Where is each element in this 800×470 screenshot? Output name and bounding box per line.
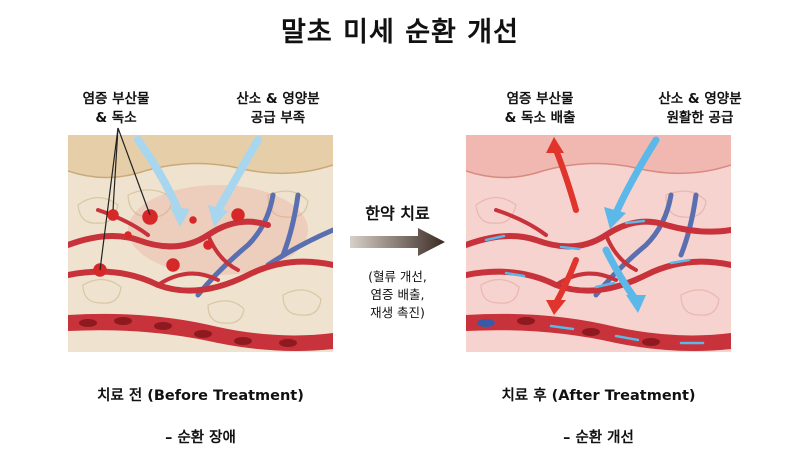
after-byproducts-label: 염증 부산물 & 독소 배출 — [504, 91, 576, 126]
before-byproducts-label: 염증 부산물 & 독소 — [82, 91, 150, 126]
treatment-arrow-subtitle: (혈류 개선, 염증 배출, 재생 촉진) — [368, 269, 427, 320]
after-tissue-illustration — [466, 135, 731, 352]
before-nutrients-label: 산소 & 영양분 공급 부족 — [236, 91, 320, 126]
before-caption: 치료 전 (Before Treatment) — [97, 388, 304, 404]
label-pointer-lines — [99, 127, 151, 271]
treatment-arrow — [350, 228, 445, 256]
after-nutrients-label: 산소 & 영양분 원활한 공급 — [658, 91, 742, 126]
page-title: 말초 미세 순환 개선 — [281, 17, 519, 48]
after-caption: 치료 후 (After Treatment) — [501, 388, 696, 404]
treatment-arrow-title: 한약 치료 — [365, 204, 430, 223]
